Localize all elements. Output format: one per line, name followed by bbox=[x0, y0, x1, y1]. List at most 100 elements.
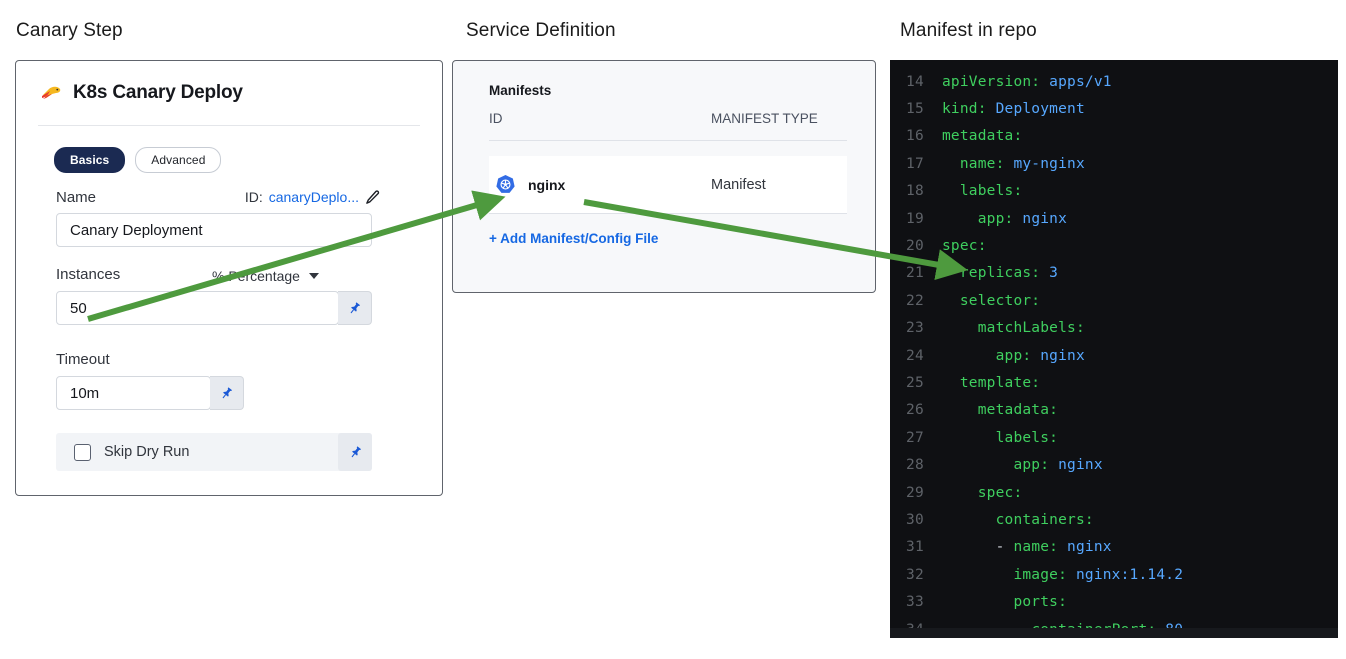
code-line-number: 15 bbox=[905, 101, 924, 118]
code-line-number: 25 bbox=[905, 374, 924, 391]
code-line-text: selector: bbox=[942, 292, 1041, 309]
column-header-id: ID bbox=[489, 111, 503, 126]
code-line-text: - name: nginx bbox=[942, 539, 1112, 556]
code-line-text: labels: bbox=[942, 429, 1059, 446]
code-line-text: containers: bbox=[942, 511, 1094, 528]
code-line: 30 containers: bbox=[890, 506, 1338, 533]
tab-basics[interactable]: Basics bbox=[54, 147, 126, 173]
step-header: K8s Canary Deploy bbox=[16, 61, 442, 125]
code-line: 17 name: my-nginx bbox=[890, 150, 1338, 177]
code-line: 14 apiVersion: apps/v1 bbox=[890, 68, 1338, 95]
code-line-text: app: nginx bbox=[942, 457, 1103, 474]
code-line-number: 31 bbox=[905, 539, 924, 556]
instances-input[interactable]: 50 bbox=[56, 291, 339, 325]
table-header-divider bbox=[489, 140, 847, 141]
timeout-label: Timeout bbox=[56, 351, 110, 368]
code-line-number: 24 bbox=[905, 347, 924, 364]
canary-bird-icon bbox=[40, 85, 62, 101]
tab-group: Basics Advanced bbox=[54, 147, 222, 173]
canary-step-card: K8s Canary Deploy Basics Advanced Name I… bbox=[15, 60, 443, 496]
code-line: 18 labels: bbox=[890, 178, 1338, 205]
name-input[interactable]: Canary Deployment bbox=[56, 213, 372, 247]
code-line-text: matchLabels: bbox=[942, 320, 1085, 337]
code-line-number: 20 bbox=[905, 238, 924, 255]
instances-unit-dropdown[interactable]: % Percentage bbox=[212, 268, 319, 284]
pencil-icon[interactable] bbox=[365, 189, 380, 205]
code-line-number: 18 bbox=[905, 183, 924, 200]
manifests-title: Manifests bbox=[489, 83, 552, 98]
code-line-text: kind: Deployment bbox=[942, 101, 1085, 118]
id-value[interactable]: canaryDeplo... bbox=[268, 189, 359, 205]
code-line-number: 32 bbox=[905, 566, 924, 583]
chevron-down-icon[interactable] bbox=[308, 273, 319, 279]
code-line-text: spec: bbox=[942, 484, 1023, 501]
header-divider bbox=[38, 125, 420, 126]
code-line-text: labels: bbox=[942, 183, 1023, 200]
caption-canary-step: Canary Step bbox=[16, 20, 123, 41]
code-line-text: name: my-nginx bbox=[942, 155, 1085, 172]
code-line-text: ports: bbox=[942, 594, 1068, 611]
code-line-number: 17 bbox=[905, 155, 924, 172]
code-line: 21 replicas: 3 bbox=[890, 260, 1338, 287]
code-line: 25 template: bbox=[890, 369, 1338, 396]
code-line: 28 app: nginx bbox=[890, 451, 1338, 478]
code-line-text: metadata: bbox=[942, 128, 1023, 145]
table-row-divider bbox=[489, 213, 847, 214]
kubernetes-icon bbox=[495, 174, 516, 195]
skip-dry-run-checkbox[interactable] bbox=[74, 443, 91, 461]
code-line: 26 metadata: bbox=[890, 397, 1338, 424]
add-manifest-link[interactable]: + Add Manifest/Config File bbox=[489, 231, 659, 246]
code-line-text: spec: bbox=[942, 238, 987, 255]
code-line-number: 28 bbox=[905, 457, 924, 474]
code-line: 22 selector: bbox=[890, 287, 1338, 314]
code-line-text: image: nginx:1.14.2 bbox=[942, 566, 1184, 583]
manifest-id: nginx bbox=[528, 176, 566, 193]
code-line-number: 23 bbox=[905, 320, 924, 337]
code-line-text: app: nginx bbox=[942, 210, 1068, 227]
instances-label: Instances bbox=[56, 266, 121, 283]
code-line: 23 matchLabels: bbox=[890, 315, 1338, 342]
code-line: 16 metadata: bbox=[890, 123, 1338, 150]
instances-pin-button[interactable] bbox=[338, 291, 372, 325]
code-line: 15 kind: Deployment bbox=[890, 95, 1338, 122]
code-line-text: metadata: bbox=[942, 402, 1059, 419]
name-label: Name bbox=[56, 189, 97, 206]
code-line-text: template: bbox=[942, 374, 1041, 391]
instances-unit-label: % Percentage bbox=[212, 268, 300, 284]
caption-service-definition: Service Definition bbox=[466, 20, 616, 41]
tab-advanced[interactable]: Advanced bbox=[135, 147, 222, 173]
code-line-number: 27 bbox=[905, 429, 924, 446]
step-title: K8s Canary Deploy bbox=[73, 82, 243, 103]
code-line: 29 spec: bbox=[890, 479, 1338, 506]
code-line-number: 16 bbox=[905, 128, 924, 145]
code-line-number: 21 bbox=[905, 265, 924, 282]
table-row[interactable]: nginx Manifest bbox=[489, 156, 847, 213]
code-line: 20 spec: bbox=[890, 232, 1338, 259]
code-line: 33 ports: bbox=[890, 588, 1338, 615]
id-prefix: ID: bbox=[244, 189, 263, 205]
code-line-number: 19 bbox=[905, 210, 924, 227]
code-line-text: apiVersion: apps/v1 bbox=[942, 73, 1112, 90]
code-line-text: replicas: 3 bbox=[942, 265, 1059, 282]
code-line: 31 - name: nginx bbox=[890, 534, 1338, 561]
step-id-row[interactable]: ID: canaryDeplo... bbox=[245, 189, 380, 205]
code-line: 32 image: nginx:1.14.2 bbox=[890, 561, 1338, 588]
skip-dry-run-row[interactable]: Skip Dry Run bbox=[56, 433, 372, 471]
code-line-number: 26 bbox=[905, 402, 924, 419]
code-line: 24 app: nginx bbox=[890, 342, 1338, 369]
manifest-type: Manifest bbox=[711, 176, 766, 193]
timeout-pin-button[interactable] bbox=[210, 376, 244, 410]
caption-manifest-in-repo: Manifest in repo bbox=[900, 20, 1037, 41]
skip-dry-run-label: Skip Dry Run bbox=[104, 444, 190, 460]
column-header-manifest-type: MANIFEST TYPE bbox=[711, 111, 818, 126]
code-panel-footer bbox=[890, 628, 1338, 638]
code-line-number: 33 bbox=[905, 594, 924, 611]
timeout-input[interactable]: 10m bbox=[56, 376, 211, 410]
code-line-number: 29 bbox=[905, 484, 924, 501]
skip-dry-run-pin-button[interactable] bbox=[338, 433, 372, 471]
service-definition-card: Manifests ID MANIFEST TYPE bbox=[452, 60, 876, 293]
code-line-number: 14 bbox=[905, 73, 924, 90]
